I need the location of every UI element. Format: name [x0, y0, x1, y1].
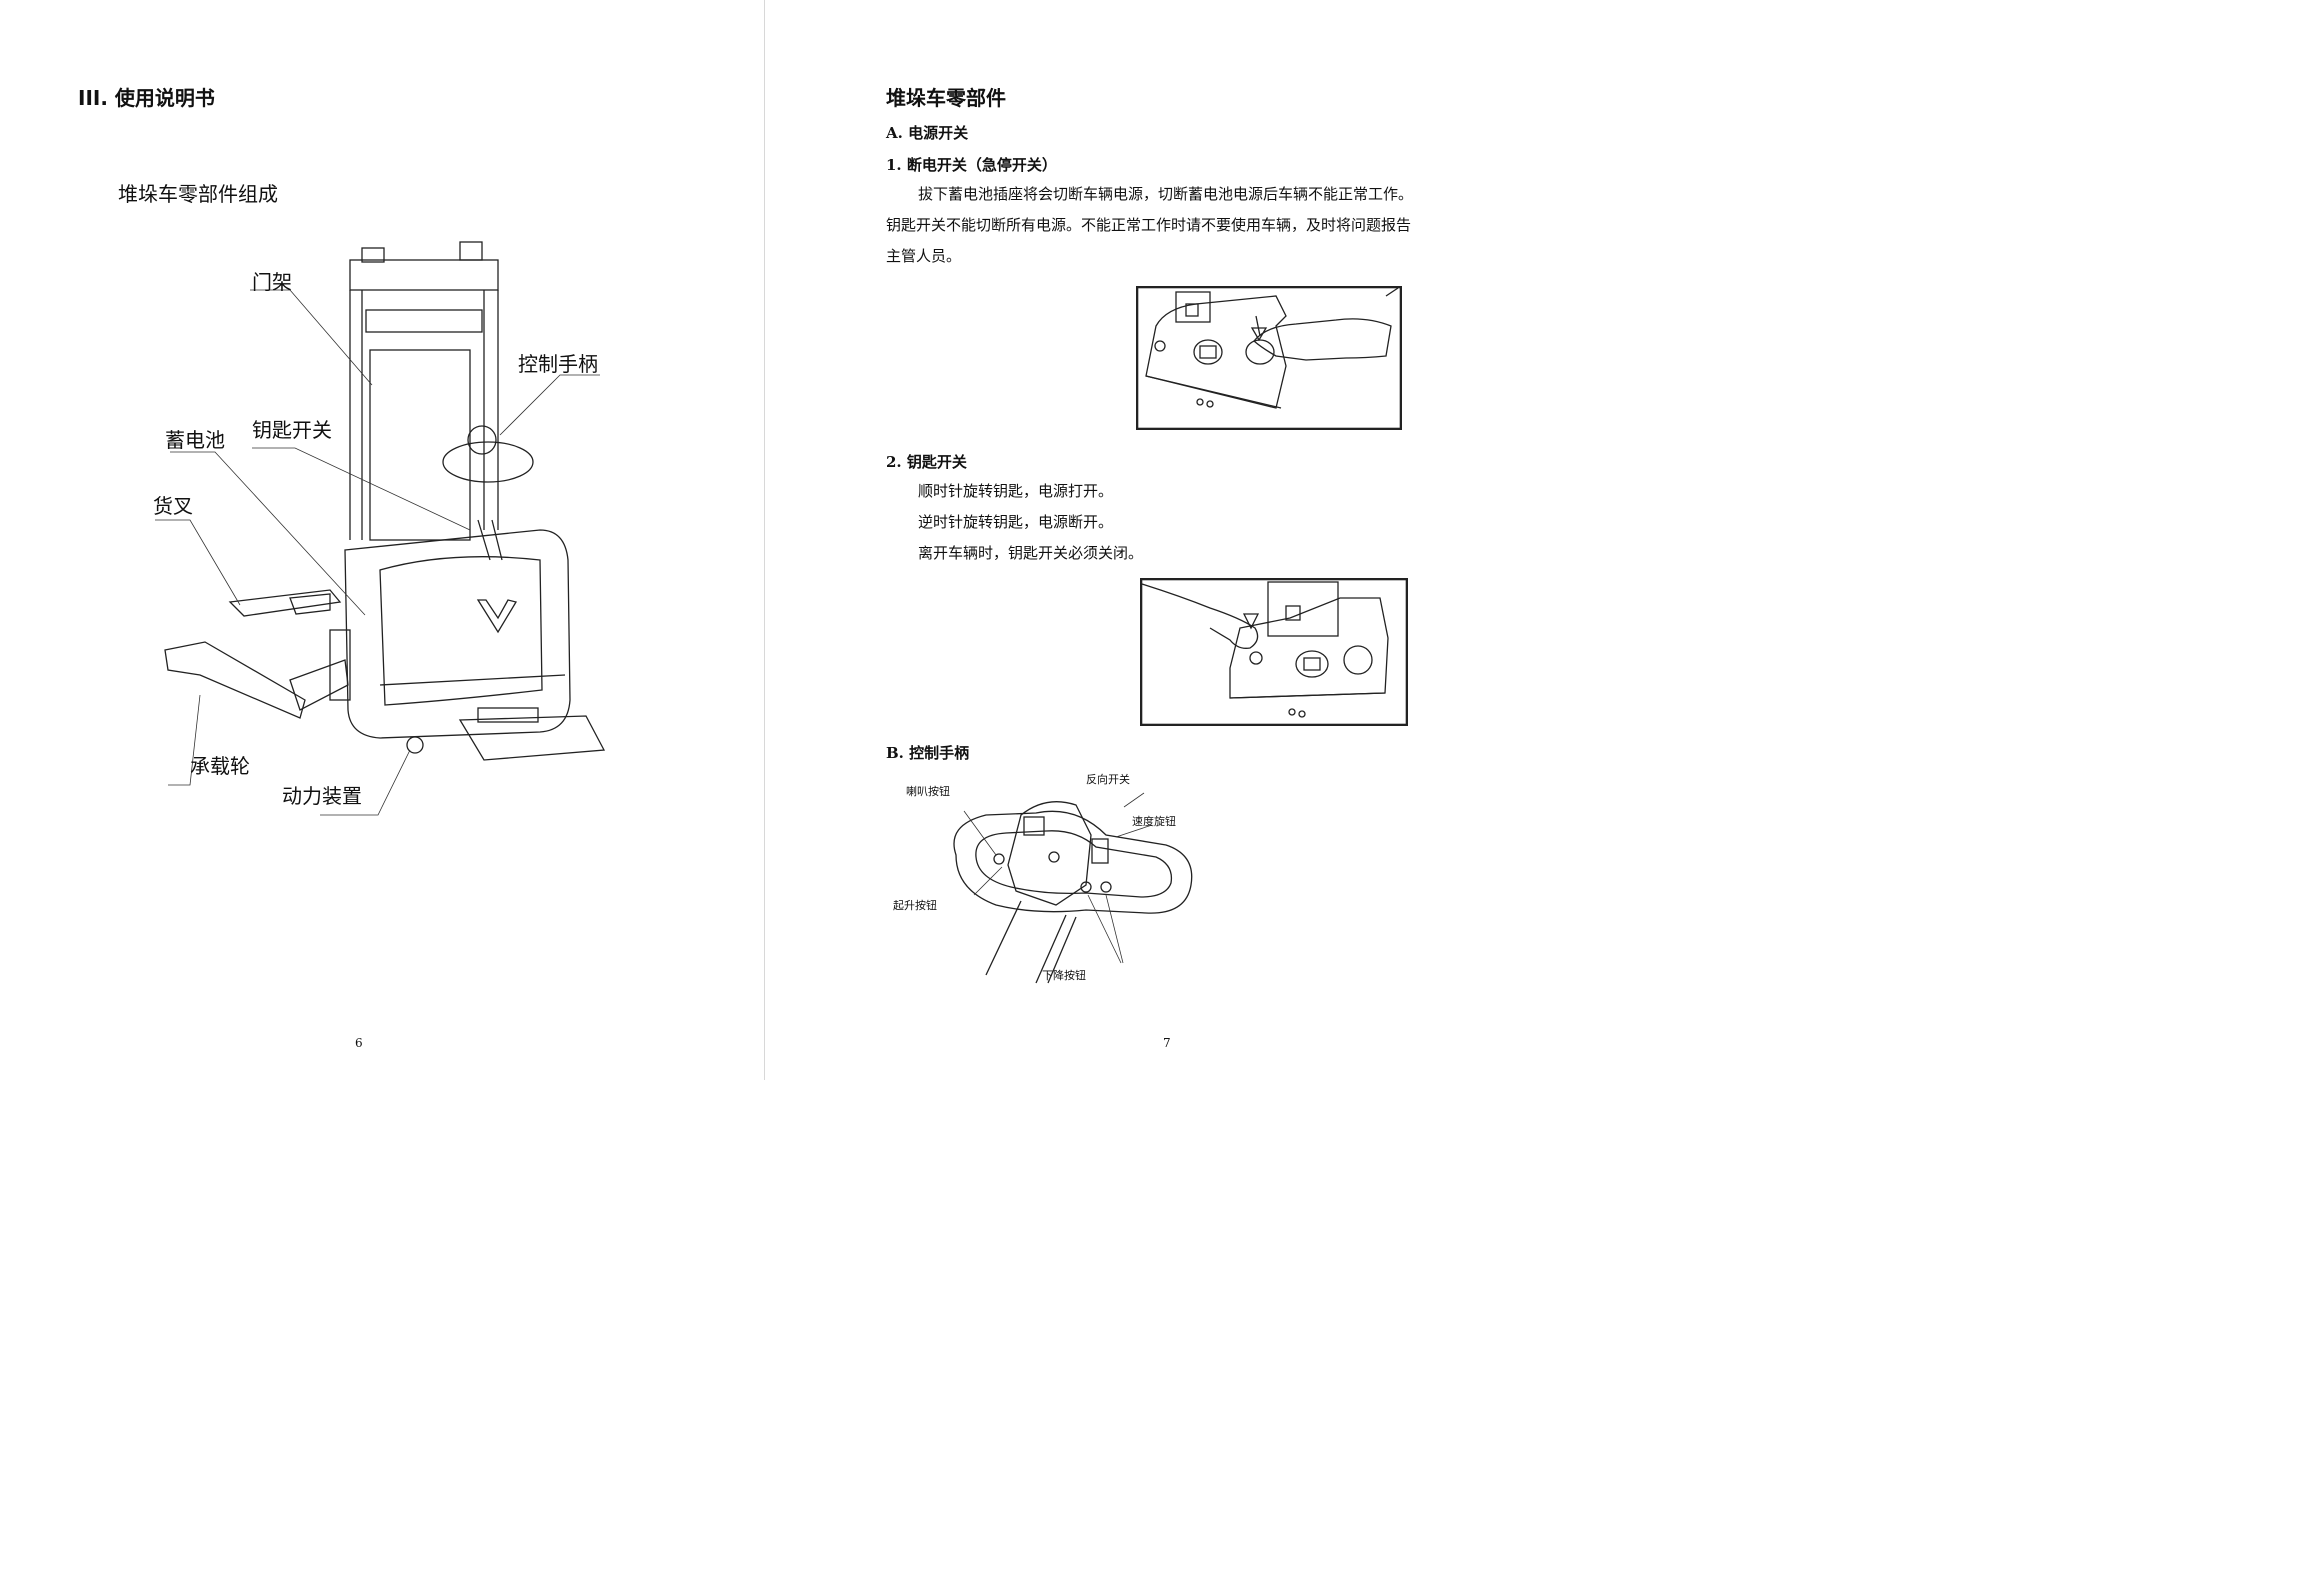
right-page-title: 堆垛车零部件 — [886, 86, 1006, 110]
item-2-line2: 逆时针旋转钥匙，电源断开。 — [918, 513, 1114, 531]
page-divider — [764, 0, 765, 1080]
callout-mast: 门架 — [252, 270, 292, 294]
section-a-heading: A. 电源开关 — [886, 124, 969, 142]
item-1-text-line2: 钥匙开关不能切断所有电源。不能正常工作时请不要使用车辆，及时将问题报告 — [886, 216, 1412, 234]
section-b-heading: B. 控制手柄 — [886, 744, 970, 762]
control-handle-illustration — [953, 792, 1193, 984]
emergency-stop-illustration — [1136, 286, 1402, 430]
step-plate-drawing — [458, 707, 606, 761]
item-2-heading: 2. 钥匙开关 — [886, 453, 967, 471]
stacker-illustration — [155, 241, 606, 816]
callout-key-switch: 钥匙开关 — [252, 418, 332, 442]
item-2-line1: 顺时针旋转钥匙，电源打开。 — [918, 482, 1114, 500]
label-speed-knob: 速度旋钮 — [1132, 815, 1176, 828]
fork-drawing — [164, 589, 351, 719]
item-1-text-line1: 拔下蓄电池插座将会切断车辆电源，切断蓄电池电源后车辆不能正常工作。 — [918, 185, 1414, 203]
label-reverse-switch: 反向开关 — [1086, 773, 1130, 786]
callout-power-unit: 动力装置 — [282, 784, 362, 808]
item-1-text-line3: 主管人员。 — [886, 247, 962, 265]
chapter-title: III. 使用说明书 — [78, 86, 215, 110]
label-lift-button: 起升按钮 — [893, 899, 937, 912]
page-number-left: 6 — [355, 1036, 363, 1050]
item-2-line3: 离开车辆时，钥匙开关必须关闭。 — [918, 544, 1144, 562]
page-number-right: 7 — [1163, 1036, 1171, 1050]
mast-drawing — [349, 241, 499, 541]
callout-battery: 蓄电池 — [165, 428, 225, 452]
label-lower-button: 下降按钮 — [1042, 969, 1086, 982]
callout-control-handle: 控制手柄 — [518, 352, 598, 376]
item-1-heading: 1. 断电开关（急停开关） — [886, 156, 1057, 174]
handle-drawing — [442, 425, 534, 561]
body-drawing — [344, 529, 571, 754]
mesh-guard — [369, 349, 471, 541]
components-subtitle: 堆垛车零部件组成 — [118, 182, 278, 206]
callout-fork: 货叉 — [153, 494, 193, 518]
left-page: III. 使用说明书 堆垛车零部件组成 — [0, 0, 764, 1080]
label-horn-button: 喇叭按钮 — [906, 785, 950, 798]
callout-load-wheel: 承载轮 — [190, 754, 250, 778]
key-switch-illustration — [1140, 578, 1408, 726]
right-page: 堆垛车零部件 A. 电源开关 1. 断电开关（急停开关） 拔下蓄电池插座将会切断… — [766, 0, 1568, 1080]
